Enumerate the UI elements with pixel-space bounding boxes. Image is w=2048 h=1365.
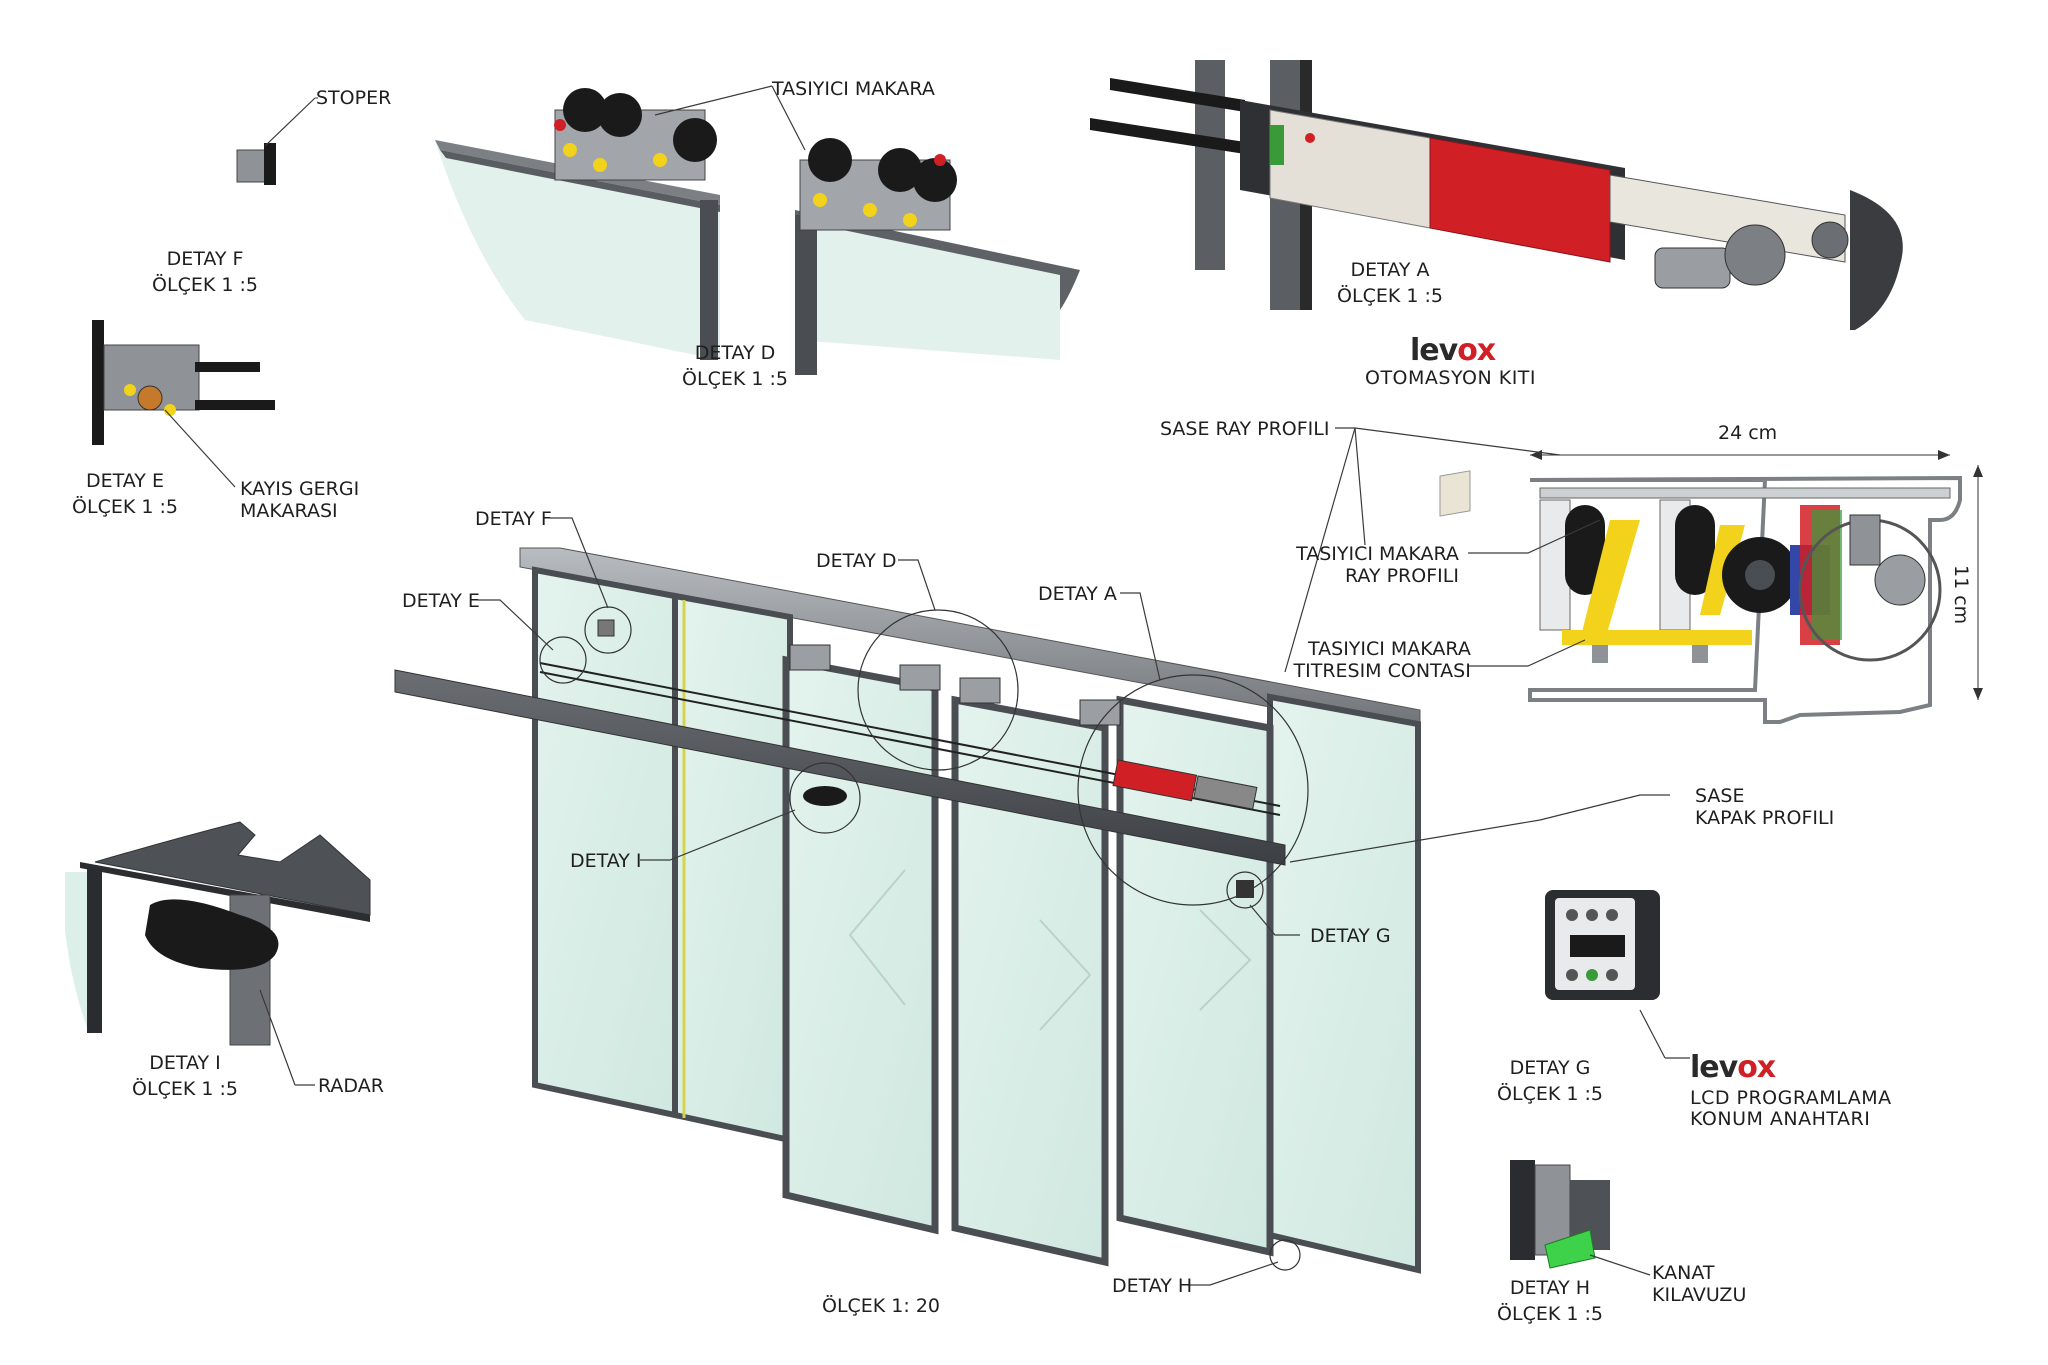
detail-circle-i (789, 762, 861, 834)
callout-detail-g: DETAY G (1310, 925, 1391, 947)
detail-circle-d (857, 609, 1019, 771)
brand-lcd-name-main: lev (1690, 1050, 1738, 1085)
caption-detail-e-title: DETAY E (86, 470, 164, 492)
callout-detail-e: DETAY E (402, 590, 480, 612)
caption-detail-h-scale: ÖLÇEK 1 :5 (1497, 1303, 1603, 1325)
callout-detail-h: DETAY H (1112, 1275, 1193, 1297)
roller-main-2 (899, 664, 941, 691)
callout-detail-f: DETAY F (475, 508, 552, 530)
glass-panel-sliding-2 (951, 695, 1109, 1267)
motor-unit-small (1112, 759, 1198, 802)
detail-h-guide (1510, 1160, 1651, 1276)
glass-panel-back-right (1267, 693, 1421, 1274)
label-kayis-gergi-line2: MAKARASI (240, 500, 338, 522)
detail-d-carrier-rollers (435, 85, 1080, 375)
label-sase-kapak-line1: SASE (1695, 785, 1745, 807)
caption-detail-i: DETAY I ÖLÇEK 1 :5 (130, 1050, 240, 1102)
brand-logo-lcd: levox (1690, 1050, 1776, 1085)
brand-name-main: lev (1410, 333, 1458, 368)
label-lcd-switch: LCD PROGRAMLAMA KONUM ANAHTARI (1690, 1088, 1892, 1130)
detail-circle-h (1269, 1239, 1301, 1271)
detail-f-stoper (236, 97, 318, 185)
label-kanat-line1: KANAT (1652, 1262, 1715, 1284)
caption-detail-g: DETAY G ÖLÇEK 1 :5 (1495, 1055, 1605, 1107)
label-kayis-gergi: KAYIS GERGI MAKARASI (240, 478, 359, 522)
label-dim-width: 24 cm (1718, 422, 1778, 444)
main-door-assembly (394, 470, 1471, 1274)
caption-detail-h: DETAY H ÖLÇEK 1 :5 (1495, 1275, 1605, 1327)
label-sase-kapak-line2: KAPAK PROFILI (1695, 807, 1835, 829)
detail-circle-a (1077, 674, 1309, 906)
brand-name-accent: ox (1457, 333, 1496, 368)
label-titresim-contasi-line2: TITRESIM CONTASI (1293, 660, 1471, 682)
wall-plate (1439, 470, 1471, 517)
label-kanat-kilavuzu: KANAT KILAVUZU (1652, 1262, 1746, 1306)
caption-detail-g-title: DETAY G (1509, 1057, 1591, 1079)
label-main-scale: ÖLÇEK 1: 20 (822, 1295, 941, 1317)
label-stoper: STOPER (316, 87, 392, 109)
caption-detail-d: DETAY D ÖLÇEK 1 :5 (680, 340, 790, 392)
radar-small (803, 786, 847, 806)
label-radar: RADAR (318, 1075, 384, 1097)
glass-panel-back-left (532, 566, 678, 1119)
stoper-small (597, 619, 615, 637)
label-kanat-line2: KILAVUZU (1652, 1284, 1747, 1306)
glass-panel-back-second (672, 592, 793, 1144)
caption-detail-i-title: DETAY I (149, 1052, 221, 1074)
label-kayis-gergi-line1: KAYIS GERGI (240, 478, 360, 500)
detail-g-lcd-switch (1545, 890, 1690, 1059)
label-titresim-contasi: TASIYICI MAKARA TITRESIM CONTASI (1283, 638, 1471, 682)
caption-detail-a-title: DETAY A (1350, 259, 1430, 281)
caption-detail-h-title: DETAY H (1509, 1277, 1591, 1299)
caption-detail-d-title: DETAY D (694, 342, 776, 364)
caption-detail-f-scale: ÖLÇEK 1 :5 (152, 274, 258, 296)
label-tasiyici-makara-ray: TASIYICI MAKARA RAY PROFILI (1290, 543, 1459, 587)
caption-detail-e: DETAY E ÖLÇEK 1 :5 (70, 468, 180, 520)
caption-detail-i-scale: ÖLÇEK 1 :5 (132, 1078, 238, 1100)
callout-detail-a: DETAY A (1038, 583, 1117, 605)
label-sase-ray-profili: SASE RAY PROFILI (1160, 418, 1330, 440)
label-tasiyici-makara-ray-line2: RAY PROFILI (1345, 565, 1459, 587)
roller-main-3 (959, 677, 1001, 704)
front-cover-profile (394, 669, 1286, 866)
caption-detail-a-scale: ÖLÇEK 1 :5 (1337, 285, 1443, 307)
caption-detail-g-scale: ÖLÇEK 1 :5 (1497, 1083, 1603, 1105)
detail-i-radar (65, 821, 371, 1086)
callout-detail-i: DETAY I (570, 850, 642, 872)
detail-e-belt-tensioner (92, 320, 275, 488)
roller-main-4 (1079, 699, 1121, 726)
rail-cross-section (1528, 450, 1983, 724)
switch-small (1236, 880, 1254, 898)
label-lcd-line1: LCD PROGRAMLAMA (1690, 1087, 1892, 1109)
callout-detail-d: DETAY D (816, 550, 897, 572)
detail-a-automation-kit (1090, 60, 1903, 330)
label-lcd-line2: KONUM ANAHTARI (1690, 1108, 1871, 1130)
brand-lcd-name-accent: ox (1737, 1050, 1776, 1085)
brand-logo-automation: levox (1410, 333, 1496, 368)
label-titresim-contasi-line1: TASIYICI MAKARA (1308, 638, 1471, 660)
label-dim-height: 11 cm (1950, 565, 1972, 625)
label-otomasyon-kiti: OTOMASYON KITI (1365, 367, 1537, 389)
caption-detail-f: DETAY F ÖLÇEK 1 :5 (150, 246, 260, 298)
caption-detail-a: DETAY A ÖLÇEK 1 :5 (1330, 257, 1450, 309)
caption-detail-f-title: DETAY F (166, 248, 244, 270)
detail-circle-g (1226, 871, 1264, 909)
leader-lines (478, 427, 1670, 1286)
caption-detail-e-scale: ÖLÇEK 1 :5 (72, 496, 178, 518)
roller-main-1 (789, 644, 831, 671)
detail-circle-e (539, 636, 587, 684)
label-tasiyici-makara-top: TASIYICI MAKARA (772, 78, 935, 100)
caption-detail-d-scale: ÖLÇEK 1 :5 (682, 368, 788, 390)
label-tasiyici-makara-ray-line1: TASIYICI MAKARA (1296, 543, 1459, 565)
glass-panel-sliding-1 (782, 655, 939, 1235)
label-sase-kapak-profili: SASE KAPAK PROFILI (1695, 785, 1834, 829)
